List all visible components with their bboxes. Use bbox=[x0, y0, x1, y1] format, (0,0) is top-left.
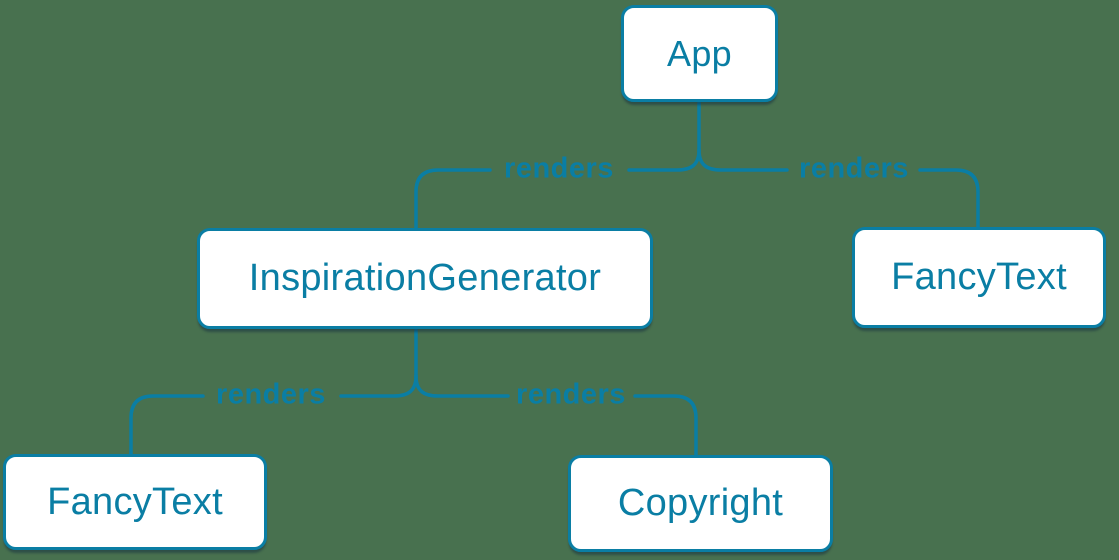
node-fancy-text-bottom: FancyText bbox=[3, 454, 267, 550]
edge-label-renders: renders bbox=[216, 378, 326, 411]
edge-inspiration-generator-to-fancy-text-tail bbox=[129, 394, 205, 456]
node-app-label: App bbox=[667, 32, 732, 74]
edge-app-to-fancy-text-tail bbox=[918, 168, 980, 229]
edge-label-renders: renders bbox=[799, 152, 909, 185]
edge-label-renders: renders bbox=[504, 152, 614, 185]
node-copyright-label: Copyright bbox=[617, 482, 784, 524]
edge-app-to-inspiration-generator-tail bbox=[414, 168, 492, 230]
node-fancy-text-top: FancyText bbox=[852, 227, 1106, 328]
edge-inspiration-generator-to-fancy-text bbox=[339, 374, 418, 398]
edge-app-to-fancy-text bbox=[697, 148, 789, 172]
node-inspiration-generator-label: InspirationGenerator bbox=[248, 257, 602, 299]
edge-label-renders: renders bbox=[516, 378, 626, 411]
node-fancy-text-top-label: FancyText bbox=[891, 256, 1067, 298]
edge-inspiration-generator-to-copyright bbox=[414, 374, 510, 398]
node-inspiration-generator: InspirationGenerator bbox=[197, 228, 653, 329]
edge-inspiration-generator-to-copyright-tail bbox=[633, 394, 698, 457]
node-app: App bbox=[621, 5, 778, 102]
node-copyright: Copyright bbox=[568, 455, 833, 552]
node-fancy-text-bottom-label: FancyText bbox=[47, 480, 223, 523]
edge-app-to-inspiration-generator bbox=[627, 101, 701, 172]
